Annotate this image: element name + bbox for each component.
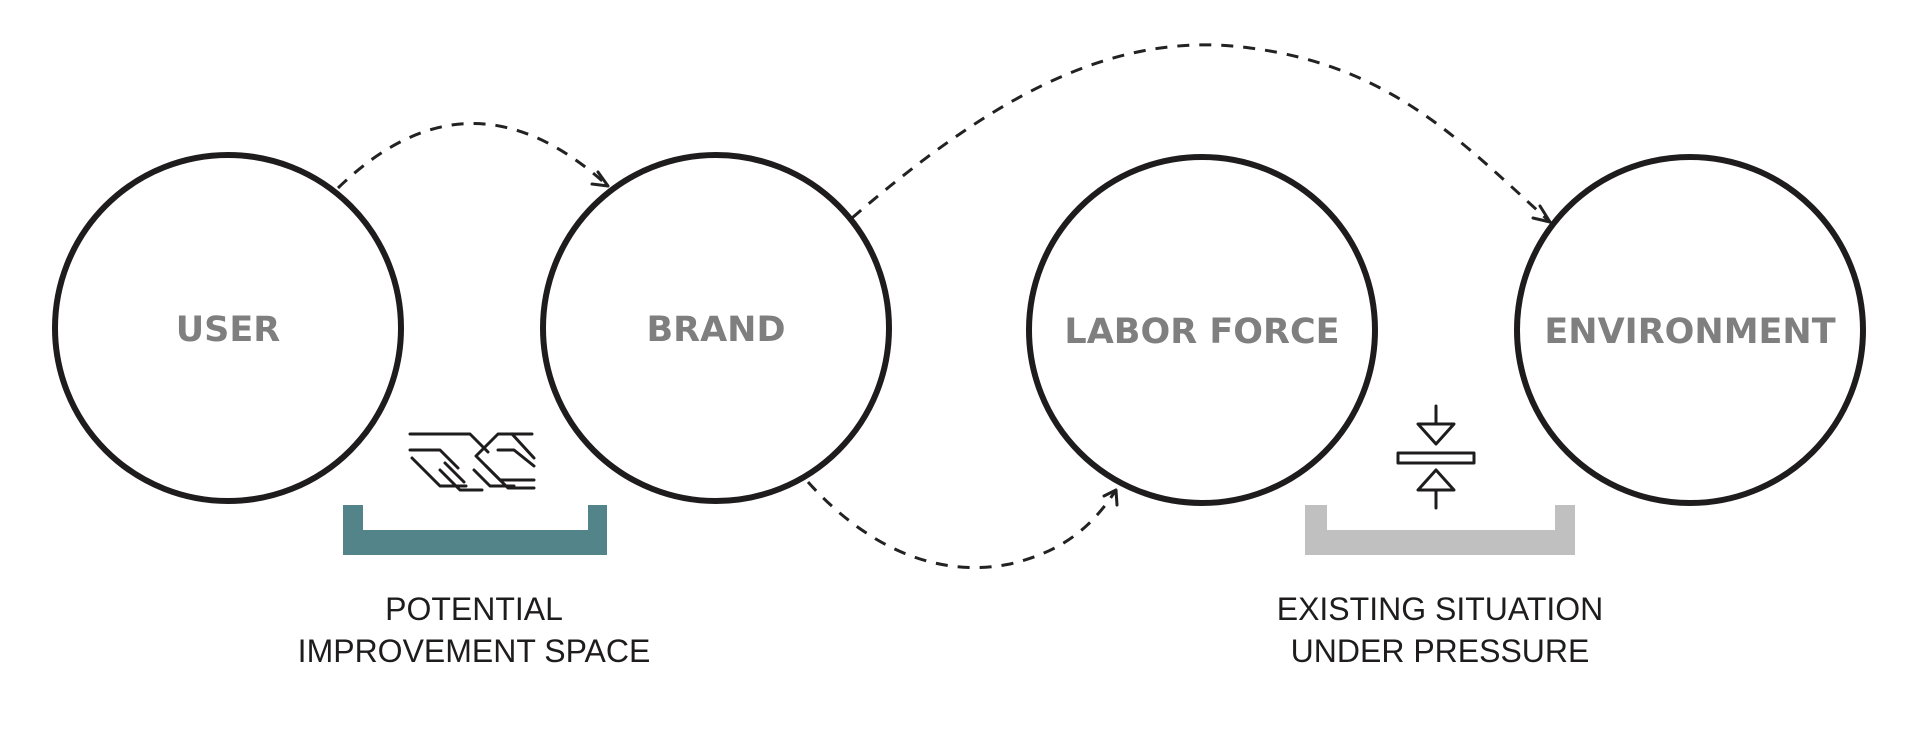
node-user-circle (52, 152, 404, 504)
node-labor-force-circle (1026, 154, 1378, 506)
node-user-label: USER (176, 310, 281, 350)
compression-icon (1396, 404, 1476, 510)
flow-arrow-user-brand (336, 122, 610, 190)
potential-caption-line-2: IMPROVEMENT SPACE (298, 633, 651, 669)
existing-bracket (1305, 505, 1575, 555)
node-environment: ENVIRONMENT (1514, 154, 1866, 506)
potential-caption-line-1: POTENTIAL (385, 591, 563, 627)
potential-caption: POTENTIAL IMPROVEMENT SPACE (298, 591, 651, 669)
node-brand-label: BRAND (646, 310, 785, 350)
node-labor-force-label: LABOR FORCE (1064, 312, 1339, 352)
flow-arrow-brand-laborforce (806, 480, 1119, 569)
node-brand: BRAND (540, 152, 892, 504)
node-brand-circle (540, 152, 892, 504)
potential-bracket (343, 505, 607, 555)
existing-caption-line-1: EXISTING SITUATION (1277, 591, 1604, 627)
node-user: USER (52, 152, 404, 504)
node-environment-circle (1514, 154, 1866, 506)
existing-caption-line-2: UNDER PRESSURE (1291, 633, 1590, 669)
node-labor-force: LABOR FORCE (1026, 154, 1378, 506)
handshake-icon (408, 432, 536, 492)
node-environment-label: ENVIRONMENT (1544, 312, 1835, 352)
flow-arrow-brand-environment (851, 43, 1552, 224)
existing-caption: EXISTING SITUATION UNDER PRESSURE (1277, 591, 1604, 669)
